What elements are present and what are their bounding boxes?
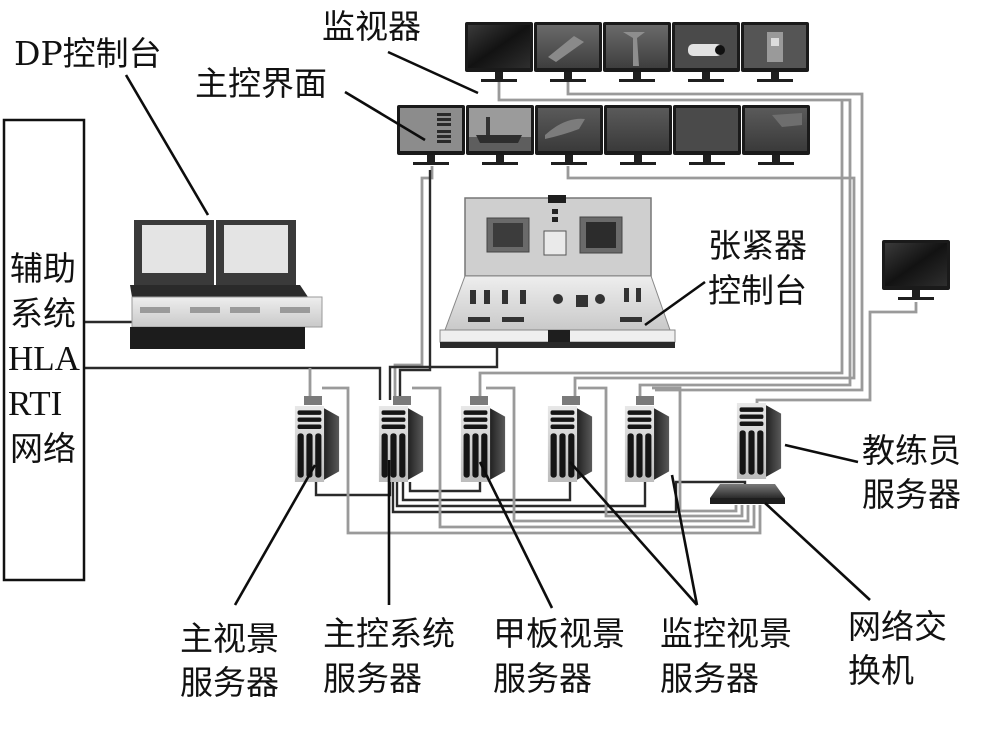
monitor	[466, 105, 534, 165]
label-tensioner-console-line2: 控制台	[708, 271, 807, 310]
label-main-control-ui: 主控界面	[195, 64, 327, 103]
dp-console	[130, 220, 323, 349]
server-port	[304, 396, 322, 405]
server-port	[636, 396, 654, 405]
leader-main-control-ui	[344, 90, 426, 142]
monitor	[535, 105, 603, 165]
cable-tensioner-to-server	[388, 345, 499, 400]
server-port	[470, 396, 488, 405]
cable-main-ui-dark	[398, 170, 432, 400]
cable-main-ctrl-to-deck	[408, 482, 482, 493]
cable-second-monitor-bus-2	[478, 100, 844, 400]
label-dp-console: DP控制台	[14, 34, 162, 73]
label-deck-view-server-line2: 服务器	[493, 659, 592, 698]
monitor	[741, 22, 809, 82]
cable-main-ui-to-server	[393, 166, 434, 400]
hla-box-line: 网络	[10, 429, 76, 468]
labels: 监视器 主控界面 DP控制台 张紧器 控制台 教练员 服务器 网络交 换机 主视…	[14, 7, 961, 702]
label-monitors: 监视器	[322, 7, 421, 46]
monitor	[742, 105, 810, 165]
cable-main-ctrl-to-monview2	[395, 482, 647, 508]
label-tensioner-console-line1: 张紧器	[708, 226, 807, 265]
hla-box-line: 辅助	[10, 249, 76, 288]
top-monitor-row	[465, 22, 809, 82]
servers	[294, 396, 782, 482]
leader-instructor-server	[784, 443, 859, 464]
label-instructor-server-line1: 教练员	[862, 431, 961, 470]
monitor	[534, 22, 602, 82]
cable-main-view-to-switch	[322, 386, 762, 535]
cable-second-monitor-bus	[566, 166, 856, 400]
main-control-server	[378, 396, 424, 482]
server-port	[393, 396, 411, 405]
leader-monitors	[387, 50, 479, 95]
cable-monview1-to-switch	[578, 386, 744, 518]
server-port	[562, 396, 580, 405]
monitor-view-server-1	[547, 396, 593, 482]
leader-deck-view-server	[478, 461, 554, 609]
monitor	[604, 105, 672, 165]
main-view-server	[294, 396, 340, 482]
tensioner-console	[439, 195, 676, 348]
leader-lines	[124, 50, 871, 609]
hla-box-line: RTI	[8, 384, 62, 423]
cable-main-view-to-main-ctrl	[314, 482, 392, 497]
monitor	[673, 105, 741, 165]
hla-box-line: 系统	[10, 294, 76, 333]
cables	[85, 80, 918, 535]
label-monitor-view-server-line1: 监控视景	[660, 614, 792, 653]
label-deck-view-server-line1: 甲板视景	[493, 614, 625, 653]
monitor	[465, 22, 533, 82]
cable-main-ctrl-to-monview1	[401, 482, 572, 502]
leader-monitor-view-server-1	[569, 461, 698, 606]
monitor-view-server-2	[624, 396, 670, 482]
leader-network-switch	[764, 502, 871, 601]
leader-monitor-view-server-2	[670, 474, 699, 606]
leader-tensioner-console	[644, 280, 706, 327]
cable-main-ctrl-to-switch-gray	[412, 386, 756, 529]
label-instructor-server-line2: 服务器	[862, 475, 961, 514]
monitor-main-control-ui	[397, 105, 465, 165]
cable-hla-network	[85, 366, 382, 400]
hla-box-line: HLA	[8, 339, 81, 378]
network-switch	[710, 484, 785, 504]
cable-instructor-monitor	[755, 302, 918, 405]
label-network-switch-line2: 换机	[848, 651, 914, 690]
label-main-view-server-line1: 主视景	[180, 619, 279, 658]
label-monitor-view-server-line2: 服务器	[660, 659, 759, 698]
label-main-control-server-line2: 服务器	[323, 659, 422, 698]
label-main-control-server-line1: 主控系统	[323, 614, 455, 653]
cable-top-monitor-bus-2	[566, 80, 864, 392]
leader-main-view-server	[233, 464, 317, 606]
label-network-switch-line1: 网络交	[848, 607, 947, 646]
second-monitor-row	[397, 105, 810, 165]
leader-dp-console	[124, 74, 210, 216]
cable-deck-to-switch	[486, 386, 750, 523]
hla-rti-network-box: 辅助 系统 HLA RTI 网络	[2, 118, 86, 582]
cable-top-monitor-bus	[497, 80, 852, 400]
instructor-monitor	[882, 240, 950, 300]
monitor	[603, 22, 671, 82]
monitor	[672, 22, 740, 82]
label-main-view-server-line2: 服务器	[180, 663, 279, 702]
deck-view-server	[460, 396, 506, 482]
instructor-server	[736, 403, 782, 479]
